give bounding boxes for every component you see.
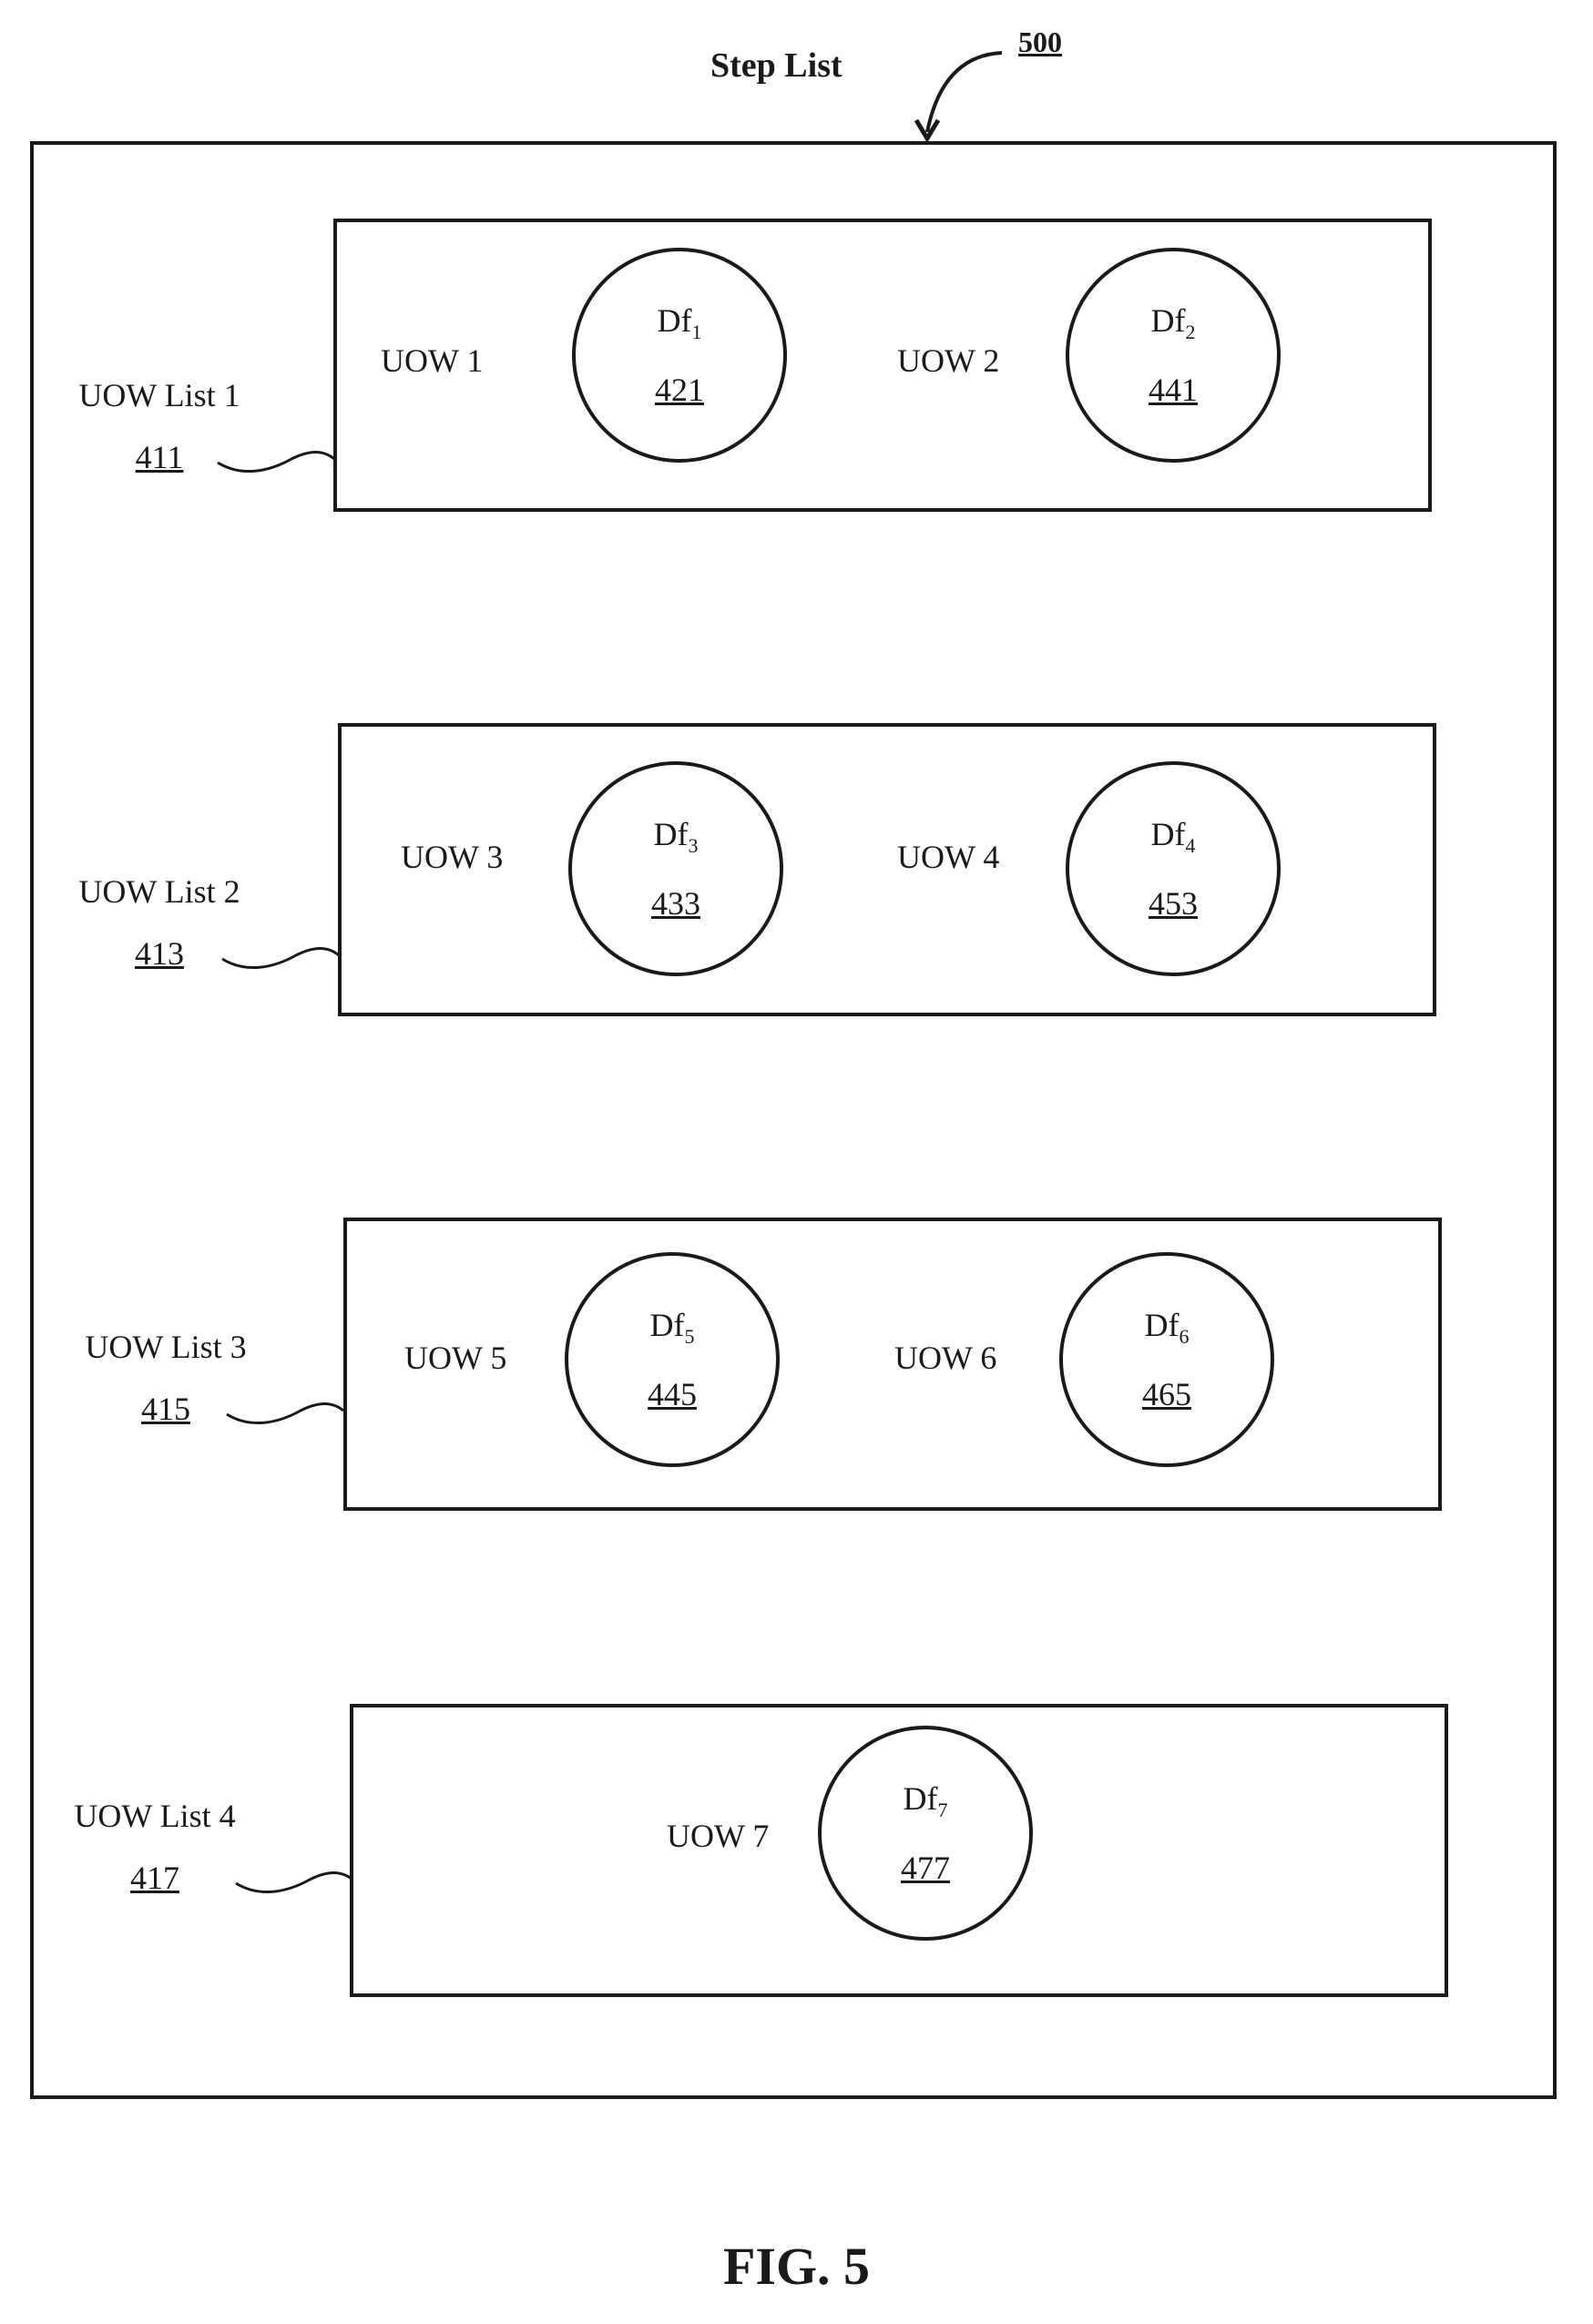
leader-line xyxy=(232,1867,360,1903)
figure-label: FIG. 5 xyxy=(0,2236,1593,2297)
list-name: UOW List 3 xyxy=(85,1329,246,1365)
uow-label: UOW 2 xyxy=(897,341,999,380)
df-symbol: Df1 xyxy=(658,301,702,344)
df-symbol: Df6 xyxy=(1145,1306,1190,1349)
leader-line xyxy=(214,446,342,483)
uow-label: UOW 5 xyxy=(404,1339,506,1377)
uow-label: UOW 4 xyxy=(897,838,999,876)
uow-label: UOW 7 xyxy=(667,1817,769,1855)
list-name: UOW List 1 xyxy=(78,377,240,413)
uow-list-3-box xyxy=(343,1218,1442,1511)
dataflow-circle: Df4 453 xyxy=(1066,761,1281,976)
leader-line xyxy=(223,1398,351,1434)
uow-label: UOW 3 xyxy=(401,838,503,876)
uow-label: UOW 6 xyxy=(894,1339,996,1377)
dataflow-circle: Df3 433 xyxy=(568,761,783,976)
df-ref: 445 xyxy=(648,1375,697,1413)
dataflow-circle: Df5 445 xyxy=(565,1252,780,1467)
df-ref: 453 xyxy=(1149,884,1198,922)
df-symbol: Df7 xyxy=(904,1779,948,1822)
df-symbol: Df4 xyxy=(1151,815,1196,858)
dataflow-circle: Df6 465 xyxy=(1059,1252,1274,1467)
leader-line xyxy=(219,943,346,979)
df-ref: 465 xyxy=(1142,1375,1191,1413)
dataflow-circle: Df7 477 xyxy=(818,1726,1033,1941)
dataflow-circle: Df1 421 xyxy=(572,248,787,463)
df-ref: 441 xyxy=(1149,371,1198,409)
df-symbol: Df2 xyxy=(1151,301,1196,344)
list-name: UOW List 2 xyxy=(78,873,240,910)
df-ref: 421 xyxy=(655,371,704,409)
df-symbol: Df3 xyxy=(654,815,699,858)
df-ref: 433 xyxy=(651,884,700,922)
dataflow-circle: Df2 441 xyxy=(1066,248,1281,463)
list-name: UOW List 4 xyxy=(74,1798,235,1834)
df-ref: 477 xyxy=(901,1849,950,1887)
df-symbol: Df5 xyxy=(650,1306,695,1349)
uow-label: UOW 1 xyxy=(381,341,483,380)
